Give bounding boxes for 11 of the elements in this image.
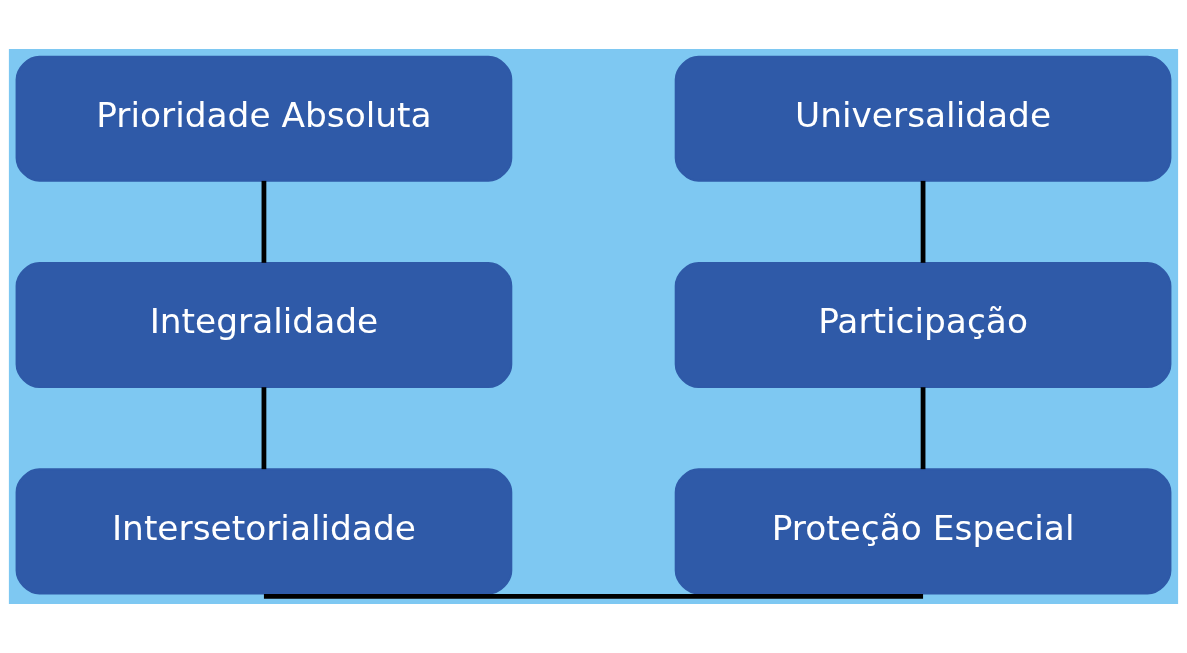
connector (920, 180, 926, 263)
node-box: Universalidade (674, 55, 1172, 182)
node-box: Intersetorialidade (15, 468, 513, 595)
node-box: Proteção Especial (674, 468, 1172, 595)
connector (920, 387, 926, 470)
connector (261, 387, 267, 470)
node-box: Integralidade (15, 262, 513, 389)
node-box: Prioridade Absoluta (15, 55, 513, 182)
node-box: Participação (674, 262, 1172, 389)
connector (261, 180, 267, 263)
connector (263, 593, 924, 599)
